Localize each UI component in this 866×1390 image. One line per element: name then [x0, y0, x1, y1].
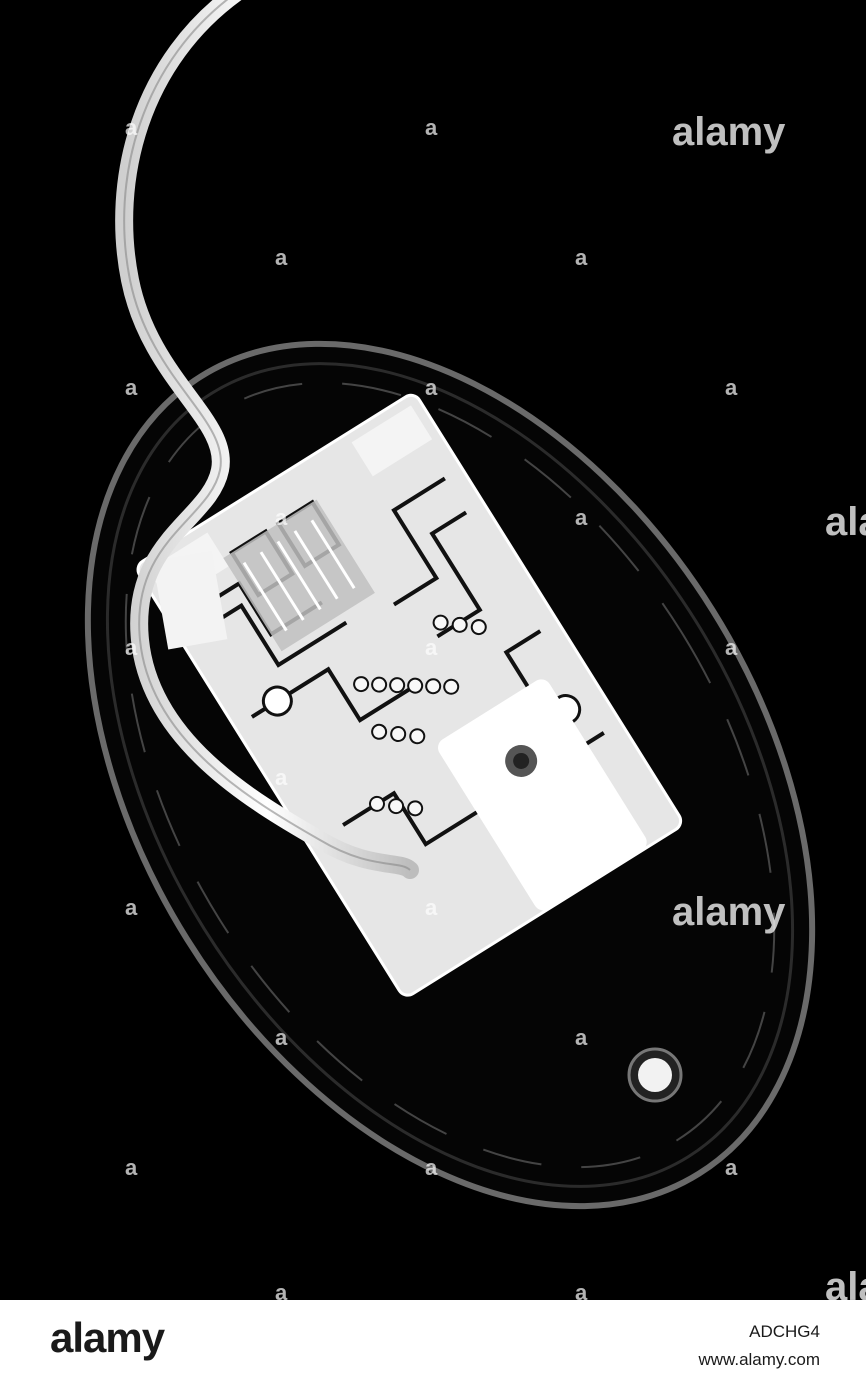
side-button-block	[152, 550, 228, 650]
svg-text:a: a	[425, 115, 438, 140]
watermark-layer: alamy alamy alamy alamy alamy alamy	[672, 110, 866, 1300]
svg-text:a: a	[725, 375, 738, 400]
svg-text:a: a	[275, 1280, 288, 1300]
watermark-glyphs: a a a a a a a a a a a a a a a a a a a a a a a	[125, 115, 738, 1300]
svg-text:a: a	[125, 895, 138, 920]
svg-text:a: a	[425, 895, 438, 920]
svg-text:a: a	[575, 765, 588, 790]
xray-photo: alamy alamy alamy alamy alamy alamy a a a…	[84, 0, 866, 1300]
cable-highlight	[123, 0, 411, 871]
svg-text:a: a	[575, 1280, 588, 1300]
svg-text:a: a	[575, 245, 588, 270]
svg-text:a: a	[425, 1155, 438, 1180]
svg-text:a: a	[425, 635, 438, 660]
svg-text:a: a	[725, 1155, 738, 1180]
svg-text:a: a	[125, 375, 138, 400]
svg-text:a: a	[125, 115, 138, 140]
svg-text:a: a	[275, 505, 288, 530]
image-code: ADCHG4	[749, 1322, 820, 1341]
svg-text:a: a	[275, 1025, 288, 1050]
xray-mouse-illustration: alamy alamy alamy alamy alamy alamy a a a…	[84, 0, 866, 1300]
watermark-word: alamy	[672, 890, 786, 934]
alamy-logo[interactable]: alamy	[50, 1314, 165, 1361]
screw-hole	[627, 1047, 683, 1103]
watermark-word: alamy	[825, 1265, 866, 1300]
svg-text:a: a	[425, 375, 438, 400]
stock-photo-footer: alamy ADCHG4 www.alamy.com	[0, 1300, 866, 1390]
svg-text:a: a	[575, 1025, 588, 1050]
website-link[interactable]: www.alamy.com	[698, 1350, 820, 1369]
svg-text:a: a	[125, 635, 138, 660]
svg-text:a: a	[725, 635, 738, 660]
watermark-word: alamy	[672, 110, 786, 154]
svg-text:a: a	[275, 765, 288, 790]
svg-text:a: a	[575, 505, 588, 530]
watermark-word: alamy	[825, 500, 866, 544]
circuit-board	[136, 393, 683, 997]
svg-text:a: a	[275, 245, 288, 270]
svg-text:a: a	[125, 1155, 138, 1180]
